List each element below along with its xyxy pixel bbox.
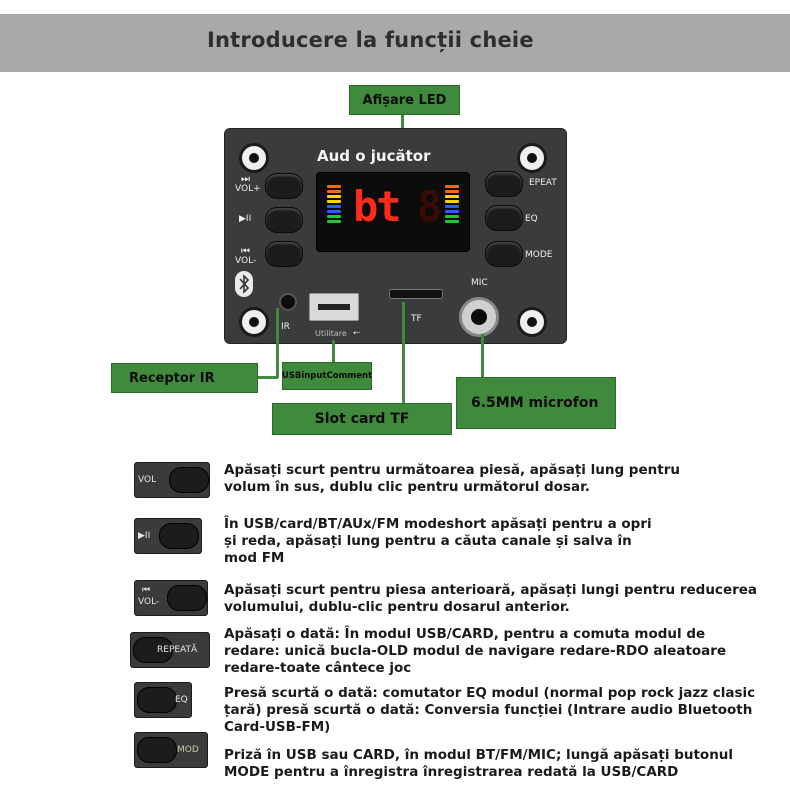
function-desc-mode: Priză în USB sau CARD, în modul BT/FM/MI… bbox=[224, 747, 734, 780]
prev-track-icon: ⏮ bbox=[241, 246, 250, 257]
mode-key-image: MOD bbox=[134, 732, 208, 768]
mount-hole-top-left bbox=[239, 143, 269, 173]
function-desc-vol: Apăsați scurt pentru următoarea piesă, a… bbox=[224, 462, 680, 495]
tf-slot[interactable] bbox=[389, 289, 443, 299]
usb-symbol-icon: ⭠ bbox=[353, 328, 361, 338]
function-desc-eq: Presă scurtă o dată: comutator EQ modul … bbox=[224, 685, 756, 735]
callout-tf: Slot card TF bbox=[272, 403, 452, 435]
callout-ir: Receptor IR bbox=[111, 363, 258, 393]
eq-key-image: EQ bbox=[134, 682, 192, 718]
callout-usb: USBinputComment bbox=[282, 362, 372, 390]
usb-port[interactable] bbox=[309, 293, 359, 321]
callout-ir-line-vertical bbox=[276, 308, 279, 378]
mode-button[interactable] bbox=[485, 241, 523, 267]
vol-minus-key-image: ⏮ VOL- bbox=[134, 580, 208, 616]
mount-hole-bottom-left bbox=[239, 307, 269, 337]
callout-usb-line bbox=[332, 340, 335, 362]
vol-plus-label: VOL+ bbox=[235, 184, 261, 194]
callout-ir-line-horizontal bbox=[258, 376, 278, 379]
usb-label: Utilitare bbox=[315, 329, 347, 338]
eq-button[interactable] bbox=[485, 205, 523, 231]
repeat-label: EPEAT bbox=[529, 178, 557, 188]
repeat-key-image: REPEATĂ bbox=[130, 632, 210, 668]
board-title: Aud o jucător bbox=[317, 147, 431, 165]
level-bars-right bbox=[445, 185, 459, 225]
mic-jack[interactable] bbox=[459, 297, 499, 337]
play-key-image: ▶II bbox=[134, 518, 202, 554]
tf-label: TF bbox=[411, 314, 422, 324]
prev-track-icon: ⏮ bbox=[142, 585, 151, 595]
callout-mic-line bbox=[481, 334, 484, 378]
ir-label: IR bbox=[281, 322, 290, 332]
mount-hole-bottom-right bbox=[517, 307, 547, 337]
eq-label: EQ bbox=[525, 214, 538, 224]
function-desc-repeat: Apăsați o dată: În modul USB/CARD, pentr… bbox=[224, 626, 727, 676]
page-title: Introducere la funcții cheie bbox=[207, 28, 534, 52]
player-board: Aud o jucător ⏭ VOL+ ▶II ⏮ VOL- EPEAT EQ… bbox=[224, 128, 567, 344]
play-pause-button[interactable] bbox=[265, 207, 303, 233]
play-pause-icon: ▶II bbox=[239, 214, 252, 224]
callout-usb-label: USBinputComment bbox=[281, 371, 373, 381]
level-bars-left bbox=[327, 185, 341, 225]
mount-hole-top-right bbox=[517, 143, 547, 173]
ir-receiver bbox=[279, 293, 297, 311]
led-display: bt 8 bbox=[316, 172, 470, 252]
mic-label: MIC bbox=[471, 278, 488, 288]
header-bar: Introducere la funcții cheie bbox=[0, 14, 790, 72]
display-dim-digit: 8 bbox=[417, 182, 442, 231]
bluetooth-icon bbox=[235, 271, 253, 297]
function-desc-play: În USB/card/BT/AUx/FM modeshort apăsați … bbox=[224, 516, 652, 566]
mode-label: MODE bbox=[525, 250, 553, 260]
vol-key-image: VOL bbox=[134, 462, 210, 498]
next-track-icon: ⏭ bbox=[241, 174, 250, 185]
vol-minus-label: VOL- bbox=[235, 256, 257, 266]
callout-tf-line bbox=[402, 302, 405, 404]
repeat-button[interactable] bbox=[485, 171, 523, 197]
callout-mic: 6.5MM microfon bbox=[456, 377, 616, 429]
callout-led-display: Afișare LED bbox=[349, 85, 460, 115]
callout-ir-label: Receptor IR bbox=[129, 370, 215, 386]
play-pause-icon: ▶II bbox=[138, 531, 151, 541]
callout-led-label: Afișare LED bbox=[362, 92, 447, 108]
callout-mic-label: 6.5MM microfon bbox=[471, 395, 599, 411]
function-desc-vol-minus: Apăsați scurt pentru piesa anterioară, a… bbox=[224, 582, 758, 615]
display-text: bt bbox=[353, 182, 402, 231]
vol-minus-button[interactable] bbox=[265, 241, 303, 267]
callout-tf-label: Slot card TF bbox=[314, 411, 410, 427]
vol-plus-button[interactable] bbox=[265, 173, 303, 199]
